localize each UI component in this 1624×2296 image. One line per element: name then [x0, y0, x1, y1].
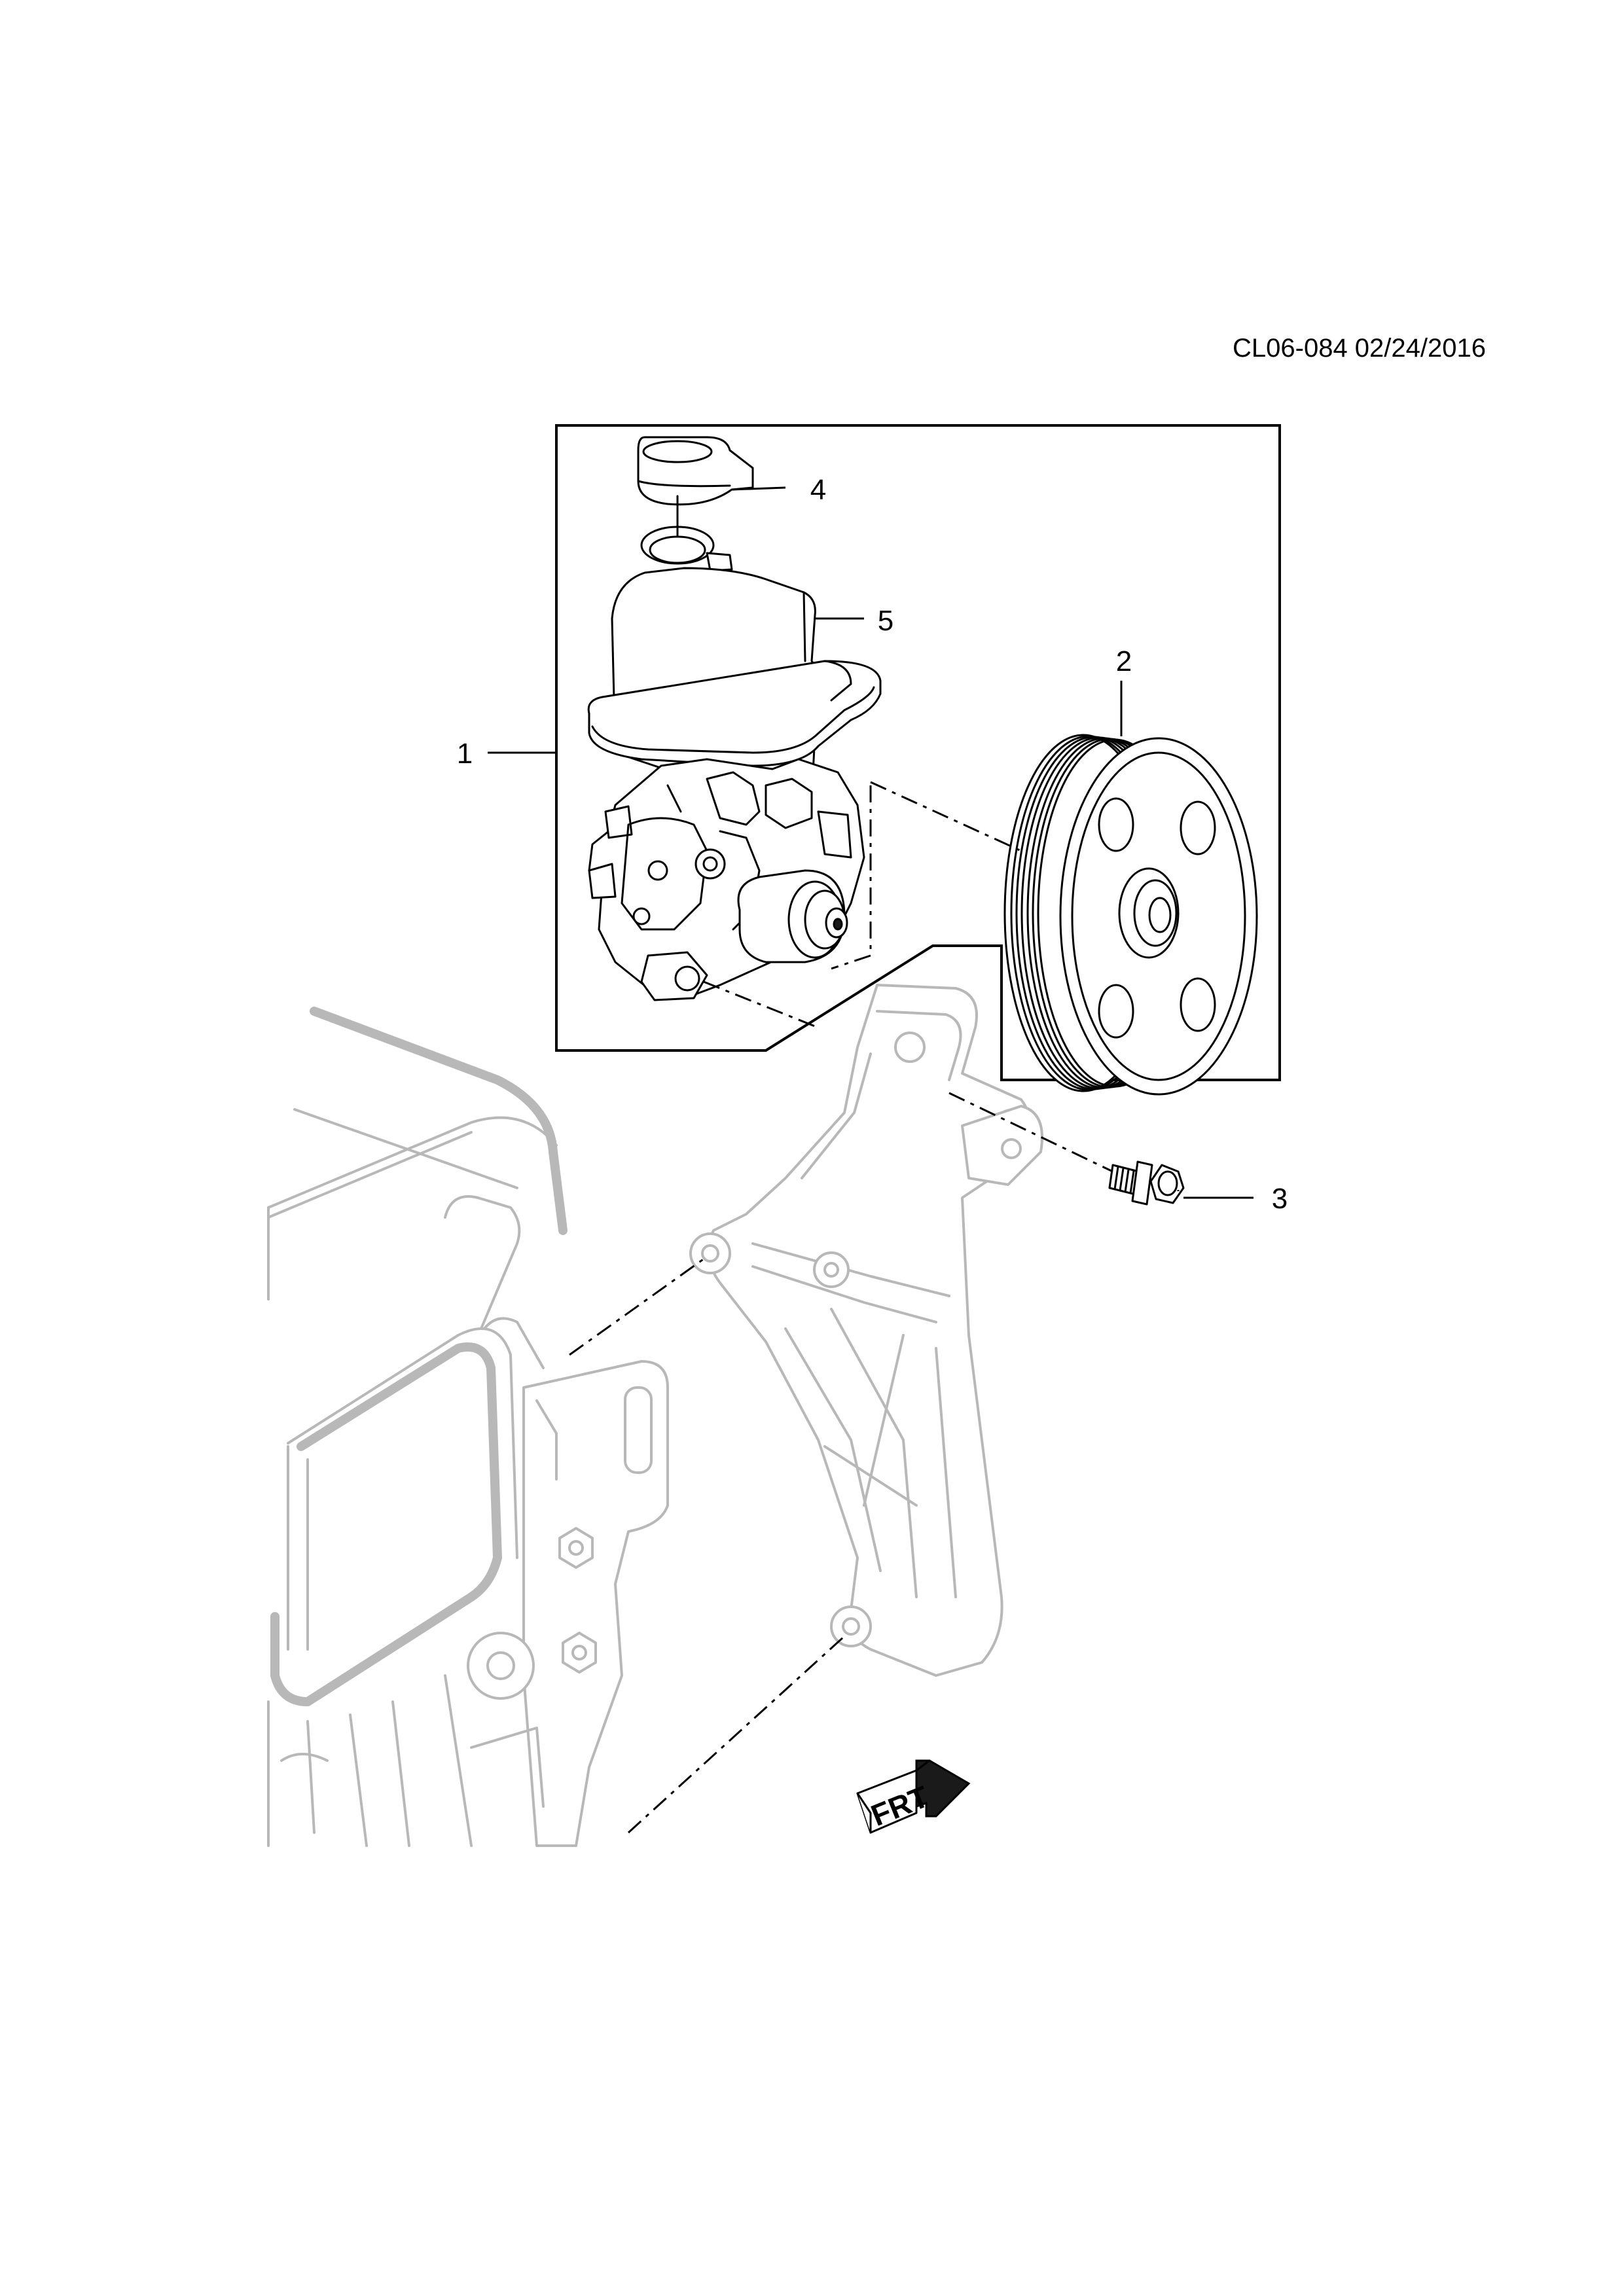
callout-leaders — [488, 486, 1254, 1199]
callout-5: 5 — [878, 605, 893, 637]
callout-3: 3 — [1272, 1183, 1288, 1215]
pump-pulley-part — [1003, 734, 1258, 1096]
fluid-reservoir-part — [587, 495, 882, 813]
diagram-reference: CL06-084 02/24/2016 — [1233, 334, 1486, 363]
callout-1: 1 — [457, 738, 473, 770]
assembly-boundary-frame — [555, 424, 1281, 1081]
engine-block-context — [267, 1007, 669, 1847]
reservoir-cap-part — [637, 436, 754, 506]
mounting-bracket-context — [689, 984, 1043, 1677]
power-steering-pump-body — [588, 758, 865, 1001]
assembly-alignment-lines — [569, 781, 1180, 1834]
mounting-bolt-part — [1108, 1160, 1185, 1206]
callout-2: 2 — [1116, 645, 1132, 677]
callout-4: 4 — [810, 474, 826, 506]
front-direction-arrow-icon — [856, 1759, 971, 1834]
